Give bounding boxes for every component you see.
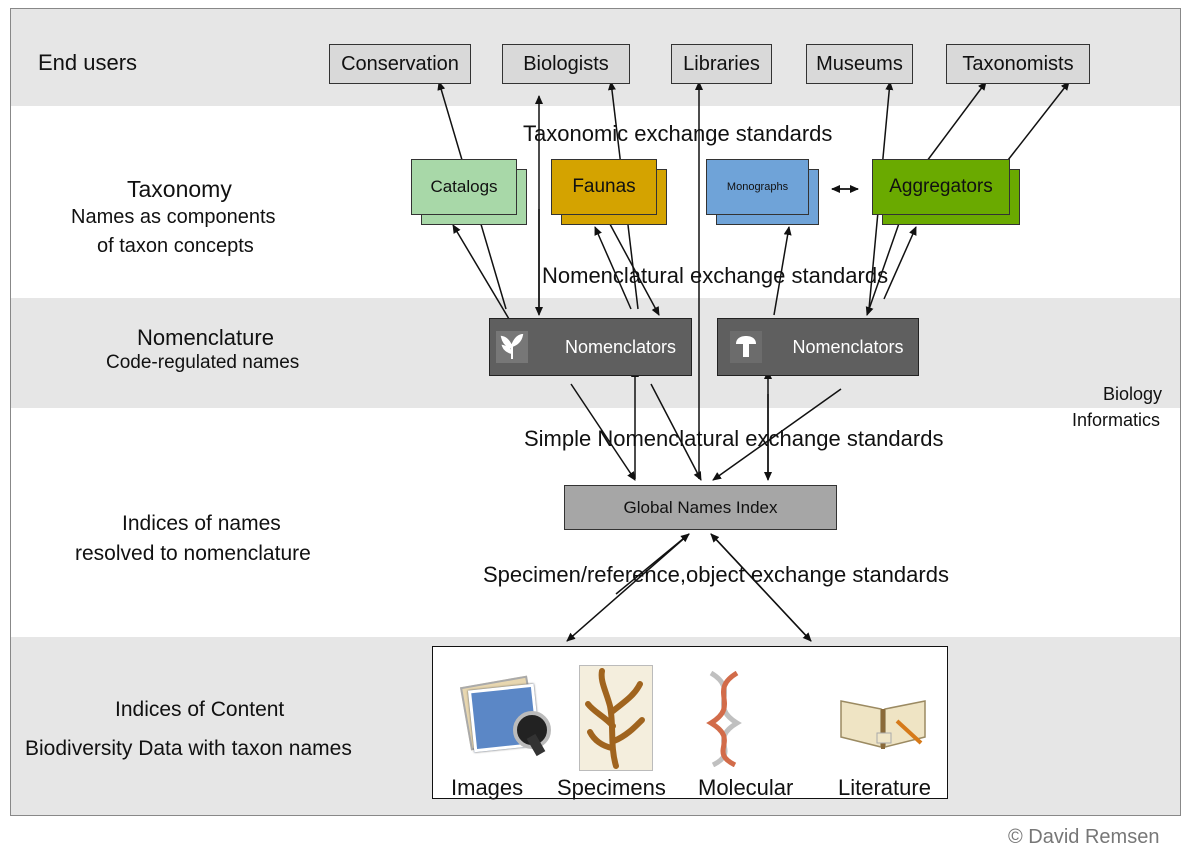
layer-nomenclature-title: Nomenclature bbox=[137, 325, 274, 350]
layer-indices-names-2: resolved to nomenclature bbox=[75, 542, 311, 565]
layer-indices-content-title: Indices of Content bbox=[115, 698, 285, 721]
side-label-biology: Biology bbox=[1103, 384, 1163, 404]
layer-indices-content-sub: Biodiversity Data with taxon names bbox=[25, 737, 352, 760]
end-user-conservation: Conservation bbox=[329, 44, 471, 84]
std-simple: Simple Nomenclatural exchange standards bbox=[524, 426, 944, 451]
nomenclator-fungi-label: Nomenclators bbox=[792, 336, 904, 357]
layer-indices-names-1: Indices of names bbox=[122, 512, 281, 535]
content-label-literature: Literature bbox=[838, 775, 931, 800]
mushroom-icon bbox=[730, 331, 762, 363]
book-icon bbox=[837, 681, 929, 753]
dna-icon bbox=[701, 670, 747, 768]
end-user-taxonomists: Taxonomists bbox=[946, 44, 1090, 84]
credit: © David Remsen bbox=[1008, 826, 1160, 848]
global-names-index: Global Names Index bbox=[564, 485, 837, 530]
end-user-biologists: Biologists bbox=[502, 44, 630, 84]
diagram-frame: End users Taxonomy Names as components o… bbox=[10, 8, 1181, 816]
content-label-specimens: Specimens bbox=[557, 775, 666, 800]
end-user-libraries: Libraries bbox=[671, 44, 772, 84]
side-label-informatics: Informatics bbox=[1072, 410, 1161, 430]
layer-taxonomy-sub2: of taxon concepts bbox=[97, 235, 254, 257]
specimen-icon bbox=[579, 665, 653, 771]
nomenclator-plants-label: Nomenclators bbox=[564, 336, 677, 357]
images-icon bbox=[459, 675, 551, 757]
end-user-museums: Museums bbox=[806, 44, 913, 84]
layer-taxonomy-sub1: Names as components bbox=[71, 206, 276, 228]
plant-icon bbox=[496, 331, 528, 363]
std-nomenclatural: Nomenclatural exchange standards bbox=[542, 263, 889, 288]
content-label-molecular: Molecular bbox=[698, 775, 794, 800]
std-specimen: Specimen/reference,object exchange stand… bbox=[483, 562, 949, 587]
content-panel: Images Specimens Molecular Literature bbox=[432, 646, 948, 800]
nomenclator-plants: Nomenclators bbox=[489, 318, 692, 376]
content-label-images: Images bbox=[451, 775, 524, 800]
layer-taxonomy-title: Taxonomy bbox=[127, 176, 232, 202]
layer-nomenclature-sub: Code-regulated names bbox=[106, 352, 300, 373]
layer-end-users: End users bbox=[38, 50, 138, 75]
nomenclator-fungi: Nomenclators bbox=[717, 318, 919, 376]
std-taxonomic: Taxonomic exchange standards bbox=[523, 121, 833, 146]
